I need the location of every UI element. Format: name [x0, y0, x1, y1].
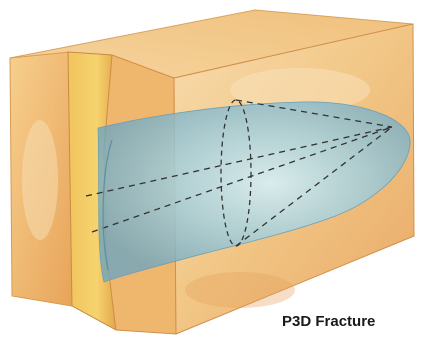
texture-blotch	[22, 120, 58, 240]
diagram-caption: P3D Fracture	[282, 313, 375, 330]
texture-blotch	[185, 272, 295, 308]
